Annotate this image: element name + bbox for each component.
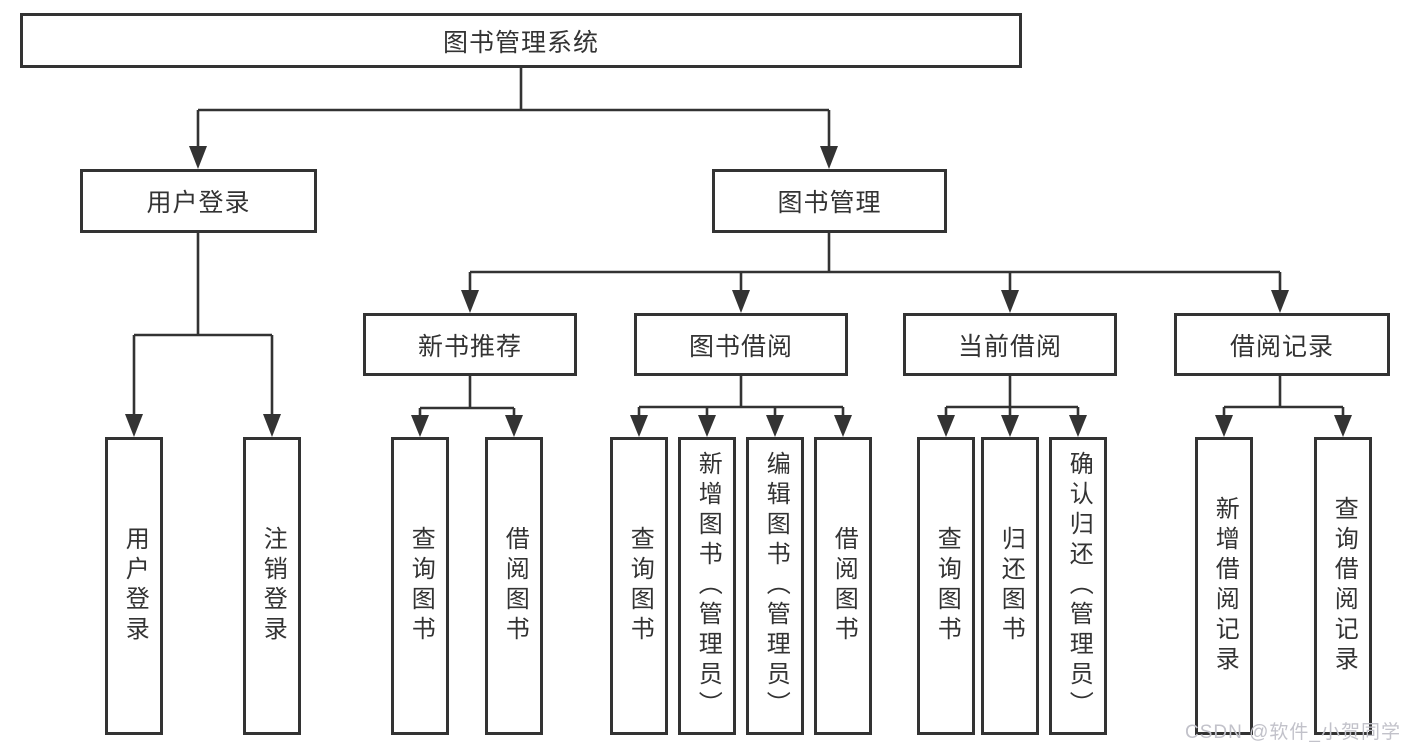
- node-label: 图书借阅: [688, 332, 793, 361]
- node-label: 确认归还（管理员）: [1065, 451, 1093, 721]
- leaf-edit-book-admin: 编辑图书（管理员）: [746, 437, 804, 735]
- node-label: 图书管理: [777, 189, 882, 217]
- node-label: 查询图书: [933, 526, 961, 646]
- leaf-query-borrow-record: 查询借阅记录: [1314, 437, 1372, 735]
- node-label: 编辑图书（管理员）: [762, 451, 790, 721]
- leaf-logout: 注销登录: [243, 437, 301, 735]
- leaf-add-book-admin: 新增图书（管理员）: [678, 437, 736, 735]
- node-label: 新增借阅记录: [1211, 496, 1239, 676]
- leaf-query-books-current: 查询图书: [917, 437, 975, 735]
- node-label: 借阅记录: [1229, 332, 1334, 361]
- node-book-borrowing: 图书借阅: [634, 313, 848, 376]
- leaf-user-login: 用户登录: [105, 437, 163, 735]
- node-label: 归还图书: [997, 526, 1025, 646]
- node-new-book-recommendation: 新书推荐: [363, 313, 577, 376]
- node-label: 注销登录: [259, 526, 287, 646]
- node-label: 图书管理系统: [442, 28, 599, 57]
- node-label: 当前借阅: [957, 332, 1062, 361]
- node-label: 新增图书（管理员）: [694, 451, 722, 721]
- node-label: 借阅图书: [501, 526, 529, 646]
- leaf-query-books-recommend: 查询图书: [391, 437, 449, 735]
- leaf-return-books: 归还图书: [981, 437, 1039, 735]
- node-label: 借阅图书: [830, 526, 858, 646]
- node-label: 用户登录: [146, 189, 251, 217]
- leaf-borrow-books: 借阅图书: [814, 437, 872, 735]
- node-label: 新书推荐: [417, 332, 522, 361]
- node-library-management-system: 图书管理系统: [20, 13, 1022, 68]
- node-label: 查询图书: [626, 526, 654, 646]
- node-user-login: 用户登录: [80, 169, 317, 233]
- leaf-borrow-books-recommend: 借阅图书: [485, 437, 543, 735]
- leaf-query-books-borrowing: 查询图书: [610, 437, 668, 735]
- node-label: 查询图书: [407, 526, 435, 646]
- node-borrowing-records: 借阅记录: [1174, 313, 1390, 376]
- node-label: 用户登录: [121, 526, 149, 646]
- csdn-watermark: CSDN @软件_小贺同学: [1185, 722, 1401, 743]
- node-book-management: 图书管理: [712, 169, 947, 233]
- leaf-confirm-return-admin: 确认归还（管理员）: [1049, 437, 1107, 735]
- node-label: 查询借阅记录: [1330, 496, 1358, 676]
- leaf-add-borrow-record: 新增借阅记录: [1195, 437, 1253, 735]
- node-current-borrowing: 当前借阅: [903, 313, 1117, 376]
